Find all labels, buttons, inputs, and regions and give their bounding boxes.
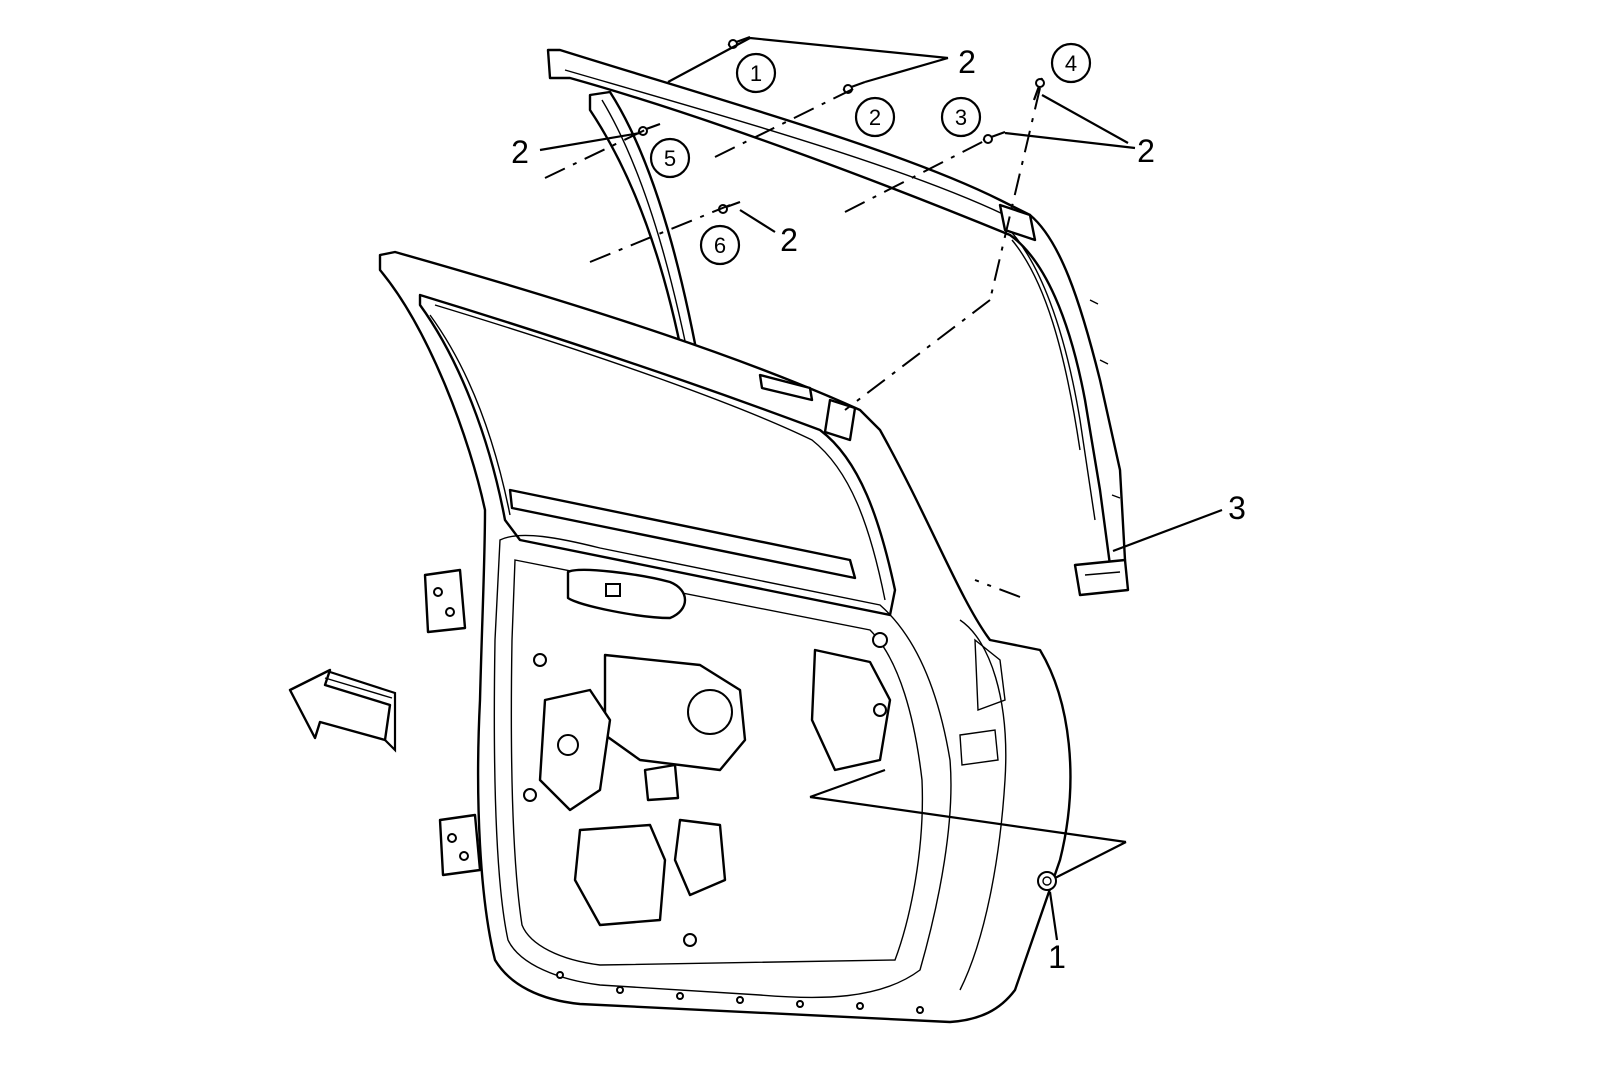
callout-5: 5 — [649, 137, 691, 179]
svg-text:4: 4 — [1065, 51, 1077, 76]
alignment-centerlines — [544, 87, 1041, 598]
label-nut: 1 — [1048, 939, 1066, 975]
leader-lines — [539, 36, 1223, 941]
callout-4: 4 — [1050, 42, 1092, 84]
svg-text:6: 6 — [714, 233, 726, 258]
svg-text:3: 3 — [955, 105, 967, 130]
label-screw-left: 2 — [511, 134, 529, 170]
screw-icon — [637, 122, 661, 136]
callout-2: 2 — [854, 96, 896, 138]
callout-6: 6 — [699, 224, 741, 266]
screw-icon — [1032, 77, 1045, 101]
label-frame: 3 — [1228, 490, 1246, 526]
screw-icon — [982, 130, 1006, 144]
nut-icon — [1037, 871, 1057, 891]
svg-text:5: 5 — [664, 146, 676, 171]
callout-1: 1 — [735, 52, 777, 94]
door-body — [378, 250, 1072, 1024]
svg-text:1: 1 — [750, 61, 762, 86]
svg-text:2: 2 — [869, 105, 881, 130]
label-screw-mid: 2 — [780, 222, 798, 258]
callout-3: 3 — [940, 96, 982, 138]
label-screw-top: 2 — [958, 44, 976, 80]
forward-arrow-icon — [288, 668, 397, 753]
label-screw-right: 2 — [1137, 133, 1155, 169]
